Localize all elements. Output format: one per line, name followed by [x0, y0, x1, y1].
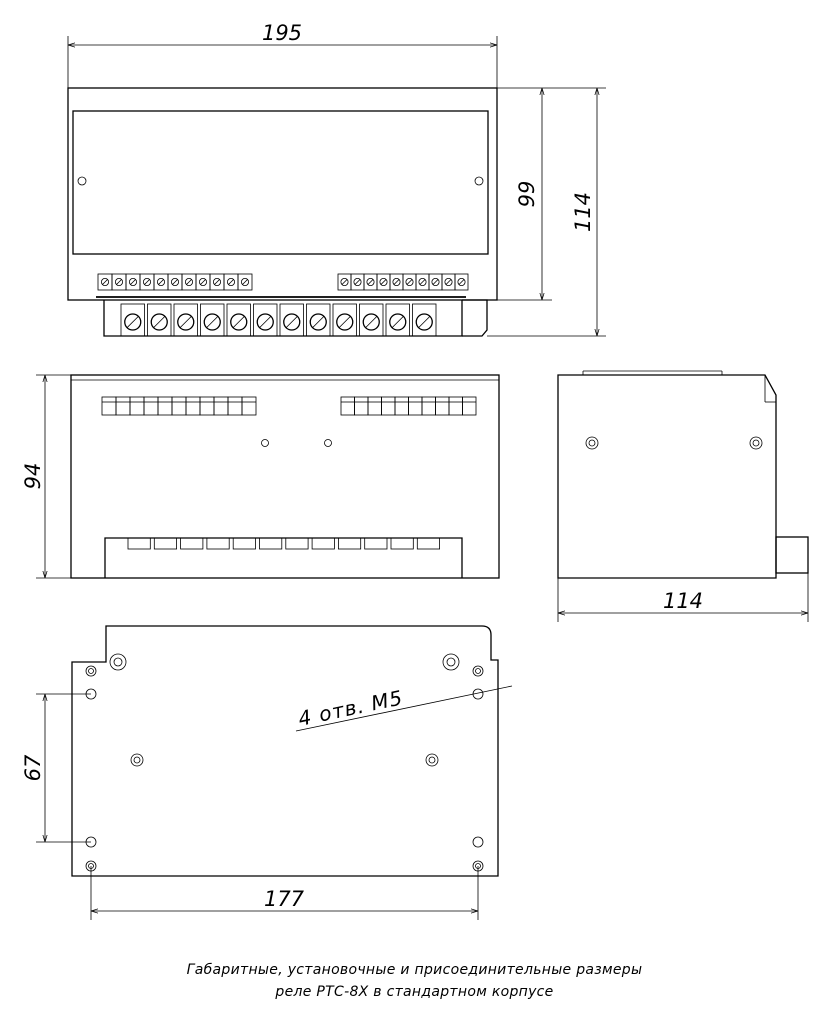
front-terminal	[129, 396, 145, 416]
terminal-strip-top-left	[97, 273, 253, 291]
screw-terminal	[279, 303, 304, 337]
front-terminal	[227, 396, 243, 416]
terminal-screw	[240, 277, 249, 286]
terminal-cell	[454, 273, 469, 291]
screw-terminal	[120, 303, 145, 337]
front-terminal-slot	[337, 537, 362, 550]
front-terminal-slot	[259, 537, 283, 550]
screw-terminal-block	[120, 303, 437, 337]
front-terminal	[185, 396, 201, 416]
front-terminal-slot	[390, 537, 414, 550]
front-terminal-slot	[206, 537, 230, 550]
dim-94-label: 94	[21, 463, 45, 490]
terminal-screw	[418, 277, 427, 286]
terminal-screw	[156, 277, 165, 286]
front-terminal	[157, 396, 173, 416]
front-terminal	[213, 396, 229, 416]
screw-terminal	[173, 303, 198, 337]
screw-terminal	[253, 303, 278, 337]
side-view: 114	[557, 370, 809, 622]
front-terminal-slot	[127, 537, 151, 550]
front-terminal-slot	[153, 537, 178, 550]
front-view: 94	[21, 374, 500, 579]
screw-terminal	[332, 303, 357, 337]
front-terminal	[435, 396, 450, 416]
terminal-screw	[457, 277, 466, 286]
screw-terminal	[200, 303, 225, 337]
screw-terminal	[385, 303, 410, 337]
terminal-screw	[115, 277, 124, 286]
front-terminals-right	[340, 396, 477, 416]
front-terminal	[340, 396, 355, 416]
bottom-view: 4 отв. М5 67 177	[21, 625, 513, 920]
front-terminal	[394, 396, 409, 416]
front-terminal	[115, 396, 131, 416]
dim-99-label: 99	[515, 181, 539, 208]
front-terminal	[462, 396, 477, 416]
dim-114-label: 114	[571, 192, 595, 232]
terminal-cell	[237, 273, 253, 291]
caption-line-2: реле РТС-8Х в стандартном корпусе	[275, 984, 554, 1000]
front-terminal	[448, 396, 463, 416]
front-terminal-slot	[285, 537, 309, 550]
screw-terminal	[226, 303, 251, 337]
front-terminal	[143, 396, 159, 416]
top-view: 195 99 114	[67, 21, 606, 337]
front-terminal	[199, 396, 215, 416]
front-terminals-left	[101, 396, 257, 416]
front-terminal-slot	[180, 537, 204, 550]
holes-note: 4 отв. М5	[296, 685, 405, 731]
terminal-screw	[170, 277, 179, 286]
terminal-screw	[431, 277, 440, 286]
front-terminal	[354, 396, 369, 416]
front-terminal-slot	[311, 537, 335, 550]
dim-195-label: 195	[262, 21, 302, 45]
dim-67-label: 67	[21, 754, 45, 781]
front-terminal-slot	[416, 537, 440, 550]
terminal-screw	[212, 277, 221, 286]
dim-side-114-label: 114	[663, 589, 703, 613]
terminal-screw	[444, 277, 453, 286]
terminal-screw	[226, 277, 235, 286]
terminal-screw	[128, 277, 137, 286]
terminal-screw	[392, 277, 401, 286]
terminal-screw	[405, 277, 414, 286]
front-terminal	[241, 396, 257, 416]
dim-177-label: 177	[264, 887, 305, 911]
terminal-screw	[366, 277, 375, 286]
screw-terminal	[306, 303, 331, 337]
terminal-screw	[101, 277, 110, 286]
front-terminal	[381, 396, 396, 416]
front-terminal-slot	[232, 537, 256, 550]
front-terminal	[367, 396, 382, 416]
screw-terminal	[412, 303, 437, 337]
caption-line-1: Габаритные, установочные и присоединител…	[186, 962, 643, 978]
terminal-screw	[184, 277, 193, 286]
front-terminal	[421, 396, 436, 416]
front-screw-terminals	[127, 537, 440, 550]
front-terminal	[101, 396, 117, 416]
terminal-screw	[353, 277, 362, 286]
terminal-screw	[340, 277, 349, 286]
terminal-strip-top-right	[337, 273, 469, 291]
front-terminal	[408, 396, 423, 416]
terminal-screw	[142, 277, 151, 286]
front-terminal-slot	[364, 537, 388, 550]
screw-terminal	[359, 303, 384, 337]
terminal-screw	[379, 277, 388, 286]
front-terminal	[171, 396, 187, 416]
terminal-screw	[198, 277, 207, 286]
screw-terminal	[147, 303, 172, 337]
